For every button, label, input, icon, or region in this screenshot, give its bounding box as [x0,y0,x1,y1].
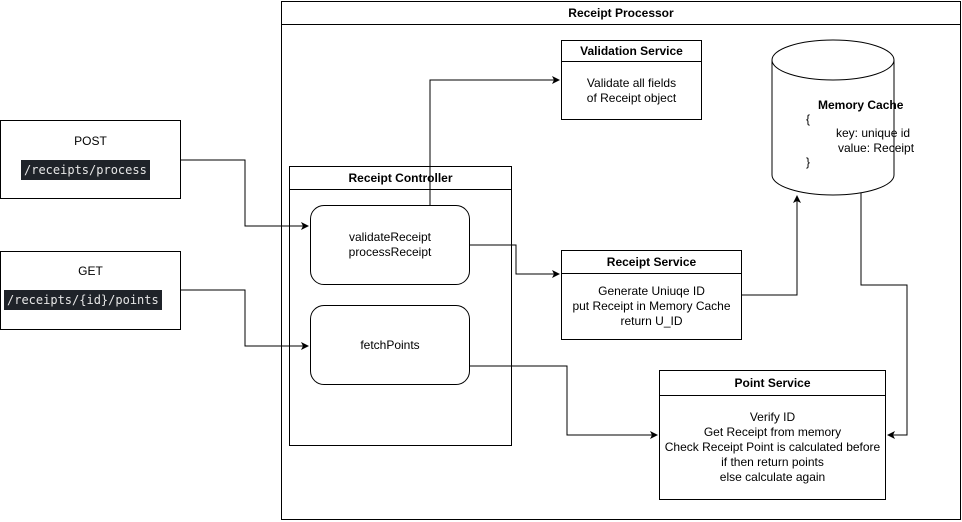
point-service: Point Service Verify ID Get Receipt from… [659,370,886,500]
cache-to-point-service-arrow [860,193,908,439]
validation-service: Validation Service Validate all fields o… [561,40,702,120]
point-service-line: else calculate again [719,470,826,484]
receipt-service-line: Generate Uniuqe ID [598,284,705,298]
memory-cache-key-line: key: unique id [836,126,911,140]
point-service-line: if then return points [721,455,824,469]
receipt-service: Receipt Service Generate Uniuqe ID put R… [561,250,742,340]
post-client-box: POST /receipts/process [0,120,181,199]
receipt-service-title: Receipt Service [562,251,741,274]
point-service-line: Get Receipt from memory [703,425,842,439]
memory-cache-cylinder [771,39,895,196]
post-to-controller-arrow [181,159,309,230]
post-endpoint-path: /receipts/process [21,160,150,180]
get-method-label: GET [78,264,103,278]
fetch-points-to-point-service-arrow [470,365,658,439]
receipt-service-line: return U_ID [620,314,683,328]
validate-receipt-method: validateReceipt [348,230,432,244]
receipt-controller-title: Receipt Controller [290,167,511,190]
memory-cache-title: Memory Cache [818,98,904,112]
validate-process-handler: validateReceipt processReceipt [310,205,470,285]
memory-cache-close-brace: } [806,155,811,169]
point-service-title: Point Service [660,371,885,396]
get-to-controller-arrow [181,289,309,350]
controller-to-validation-arrow [429,76,560,205]
fetch-points-handler: fetchPoints [310,305,470,385]
point-service-line: Verify ID [749,410,796,424]
memory-cache-open-brace: { [806,112,811,126]
receipt-service-line: put Receipt in Memory Cache [572,299,731,313]
get-endpoint-path: /receipts/{id}/points [4,290,162,310]
receipt-service-to-cache-arrow [742,195,801,296]
fetch-points-method: fetchPoints [360,337,420,352]
process-receipt-method: processReceipt [348,245,432,259]
validation-service-line: Validate all fields [586,75,677,90]
receipt-processor-title: Receipt Processor [282,2,960,25]
point-service-line: Check Receipt Point is calculated before [664,440,881,454]
get-client-box: GET /receipts/{id}/points [0,251,181,330]
post-method-label: POST [74,134,107,148]
controller-to-receipt-service-arrow [470,244,560,278]
validation-service-line: of Receipt object [586,90,677,105]
validation-service-title: Validation Service [562,41,701,62]
memory-cache-value-line: value: Receipt [838,141,915,155]
